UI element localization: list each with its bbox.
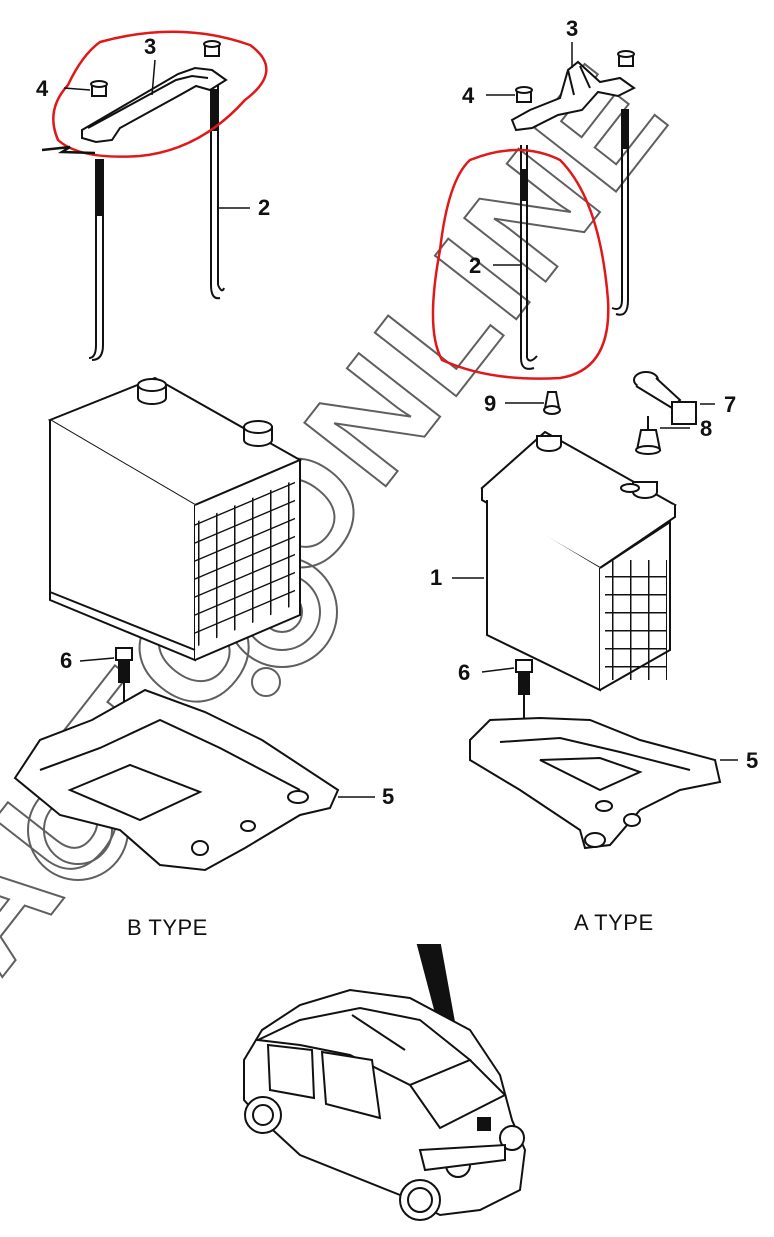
a-tray: [469, 716, 722, 850]
b-battery: [47, 376, 303, 662]
label-b-nut: 4: [36, 76, 49, 101]
a-bracket: [510, 60, 636, 132]
caption-a-type: A TYPE: [574, 910, 654, 935]
b-bracket: [81, 66, 228, 144]
a-sensor: [633, 371, 697, 425]
label-a-tray: 5: [746, 748, 759, 773]
a-rod-left: [520, 145, 538, 370]
label-b-bracket: 3: [144, 34, 157, 59]
leader-lines: [63, 42, 738, 798]
b-highlight-circle: [52, 30, 268, 158]
a-nut-top: [617, 50, 635, 67]
b-tray: [13, 688, 340, 872]
a-highlight-circle: [431, 148, 610, 380]
label-a-rod: 2: [469, 253, 482, 278]
b-scribble: [41, 145, 96, 155]
label-a-post: 8: [700, 416, 713, 441]
label-b-rod: 2: [258, 195, 271, 220]
label-a-battery: 1: [430, 565, 443, 590]
label-a-sensor: 7: [724, 392, 737, 417]
a-nut-left: [515, 86, 533, 103]
b-rod-right: [210, 85, 225, 300]
label-b-tray: 5: [382, 784, 395, 809]
label-a-terminal: 9: [484, 391, 497, 416]
caption-b-type: B TYPE: [127, 915, 208, 940]
label-a-bracket: 3: [566, 16, 579, 41]
a-rod-right: [611, 109, 629, 316]
b-nut-top: [203, 40, 221, 57]
b-rod-left: [88, 159, 104, 361]
a-terminal: [543, 391, 561, 415]
a-battery: [480, 430, 677, 692]
label-b-bolt: 6: [60, 648, 73, 673]
label-a-nut: 4: [462, 83, 475, 108]
label-a-bolt: 6: [458, 660, 471, 685]
b-nut-left: [90, 80, 108, 97]
a-post: [635, 416, 662, 455]
car-illustration: [243, 944, 527, 1221]
